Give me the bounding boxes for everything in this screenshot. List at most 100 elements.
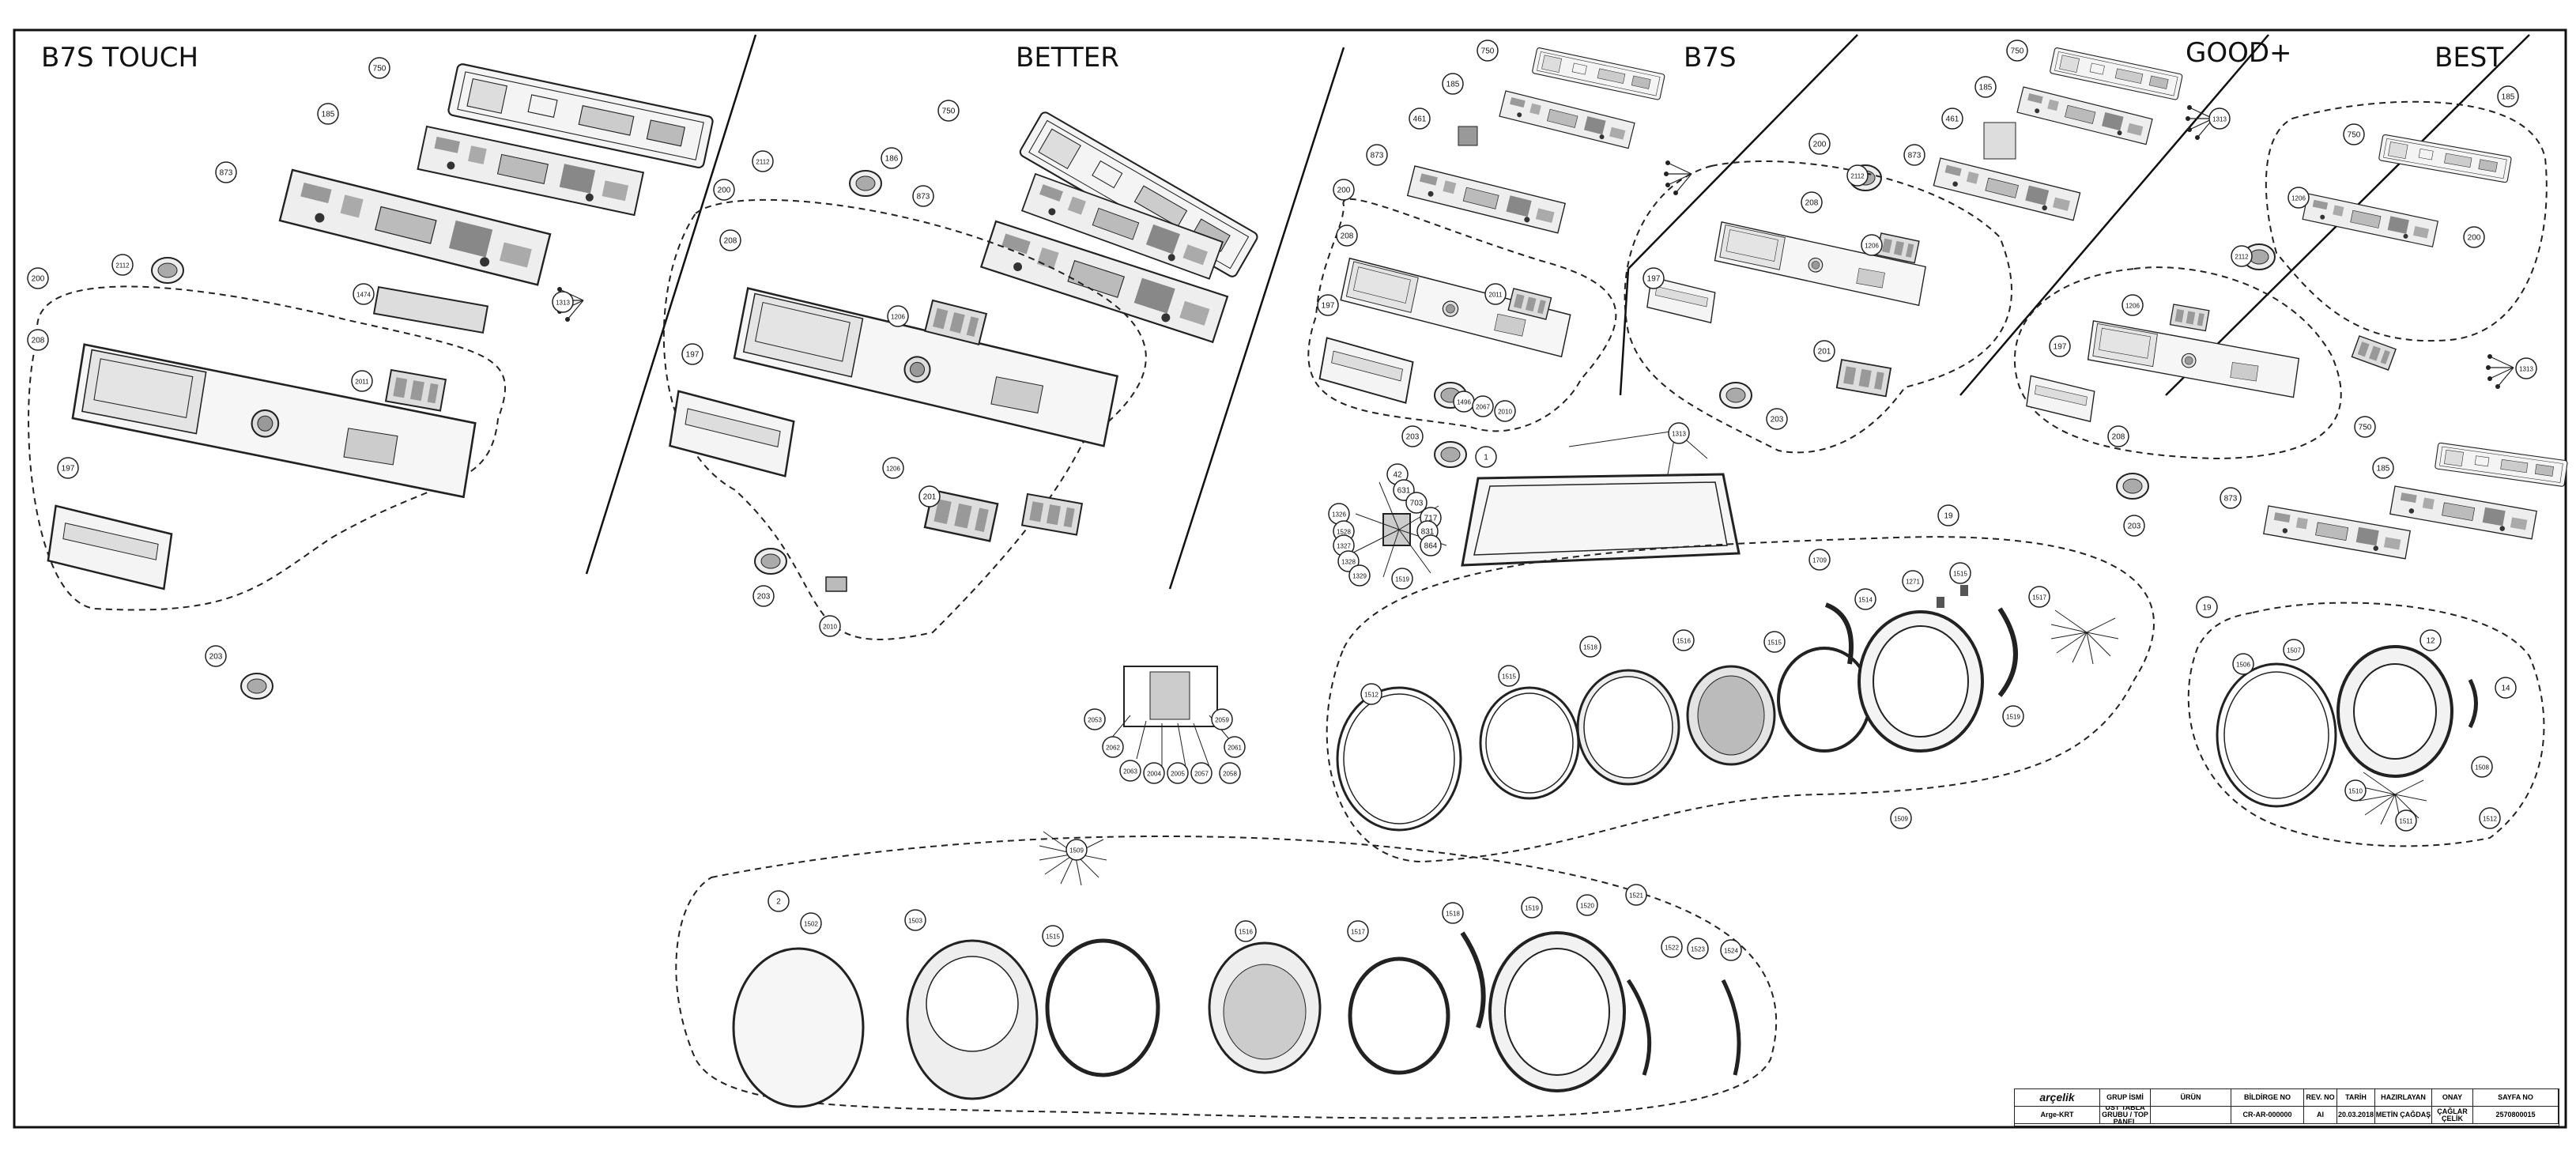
svg-text:197: 197 bbox=[1322, 302, 1335, 311]
callout-good-plus-2112: 2112 bbox=[1846, 164, 1869, 187]
callout-door-b7s-1509: 1509 bbox=[1890, 807, 1912, 829]
callout-door-b7s-1709: 1709 bbox=[1808, 549, 1831, 571]
notice-header: BİLDİRGE NO bbox=[2231, 1089, 2304, 1107]
svg-text:208: 208 bbox=[1805, 199, 1819, 208]
svg-text:864: 864 bbox=[1424, 542, 1438, 551]
svg-text:1328: 1328 bbox=[1341, 559, 1356, 566]
callout-best-1206: 1206 bbox=[2287, 187, 2310, 209]
svg-text:1313: 1313 bbox=[1672, 431, 1686, 438]
svg-text:185: 185 bbox=[2502, 93, 2515, 102]
callout-door-b7s-1512: 1512 bbox=[1360, 683, 1382, 705]
callout-box-group-2005: 2005 bbox=[1167, 762, 1189, 784]
callout-good-plus-197: 197 bbox=[1643, 267, 1665, 289]
svg-text:1517: 1517 bbox=[1351, 929, 1365, 936]
svg-text:201: 201 bbox=[923, 493, 937, 502]
svg-text:873: 873 bbox=[917, 193, 930, 202]
callout-good-plus-185: 185 bbox=[1974, 76, 1997, 98]
callout-door-b7s-1514: 1514 bbox=[1854, 588, 1876, 610]
callout-box-group-2004: 2004 bbox=[1143, 762, 1165, 784]
svg-text:873: 873 bbox=[220, 169, 233, 178]
callout-door-b7s-1515: 1515 bbox=[1498, 665, 1520, 687]
callout-good-plus-461: 461 bbox=[1941, 108, 1963, 130]
svg-text:12: 12 bbox=[2426, 637, 2435, 646]
svg-text:1474: 1474 bbox=[356, 292, 371, 299]
callout-door-best-1511: 1511 bbox=[2395, 809, 2417, 832]
callout-door-bottom-1516: 1516 bbox=[1235, 920, 1257, 942]
svg-text:2112: 2112 bbox=[115, 262, 130, 270]
svg-text:1509: 1509 bbox=[1069, 847, 1084, 855]
callout-best-197: 197 bbox=[2049, 335, 2071, 357]
callout-door-b7s-1515: 1515 bbox=[1763, 631, 1786, 653]
svg-text:208: 208 bbox=[1341, 232, 1354, 241]
section-title-better: BETTER bbox=[1016, 42, 1119, 74]
door-group-b7s bbox=[1326, 536, 2155, 863]
callout-door-bottom-1509: 1509 bbox=[1065, 839, 1088, 861]
svg-text:197: 197 bbox=[686, 351, 700, 360]
svg-text:1509: 1509 bbox=[1894, 816, 1908, 823]
product-value bbox=[2151, 1107, 2231, 1124]
part-box-group bbox=[1110, 666, 1230, 768]
svg-text:2: 2 bbox=[776, 898, 781, 907]
callout-best-2112: 2112 bbox=[2231, 245, 2253, 267]
section-title-b7s: B7S bbox=[1684, 42, 1737, 74]
callout-b7s-185: 185 bbox=[1442, 73, 1464, 95]
callout-filter-group-1519: 1519 bbox=[1391, 568, 1413, 590]
svg-text:200: 200 bbox=[1337, 187, 1351, 195]
product-header: ÜRÜN bbox=[2151, 1089, 2231, 1107]
prepared-value: METİN ÇAĞDAŞ bbox=[2375, 1107, 2432, 1124]
section-title-b7s-touch: B7S TOUCH bbox=[41, 42, 198, 74]
svg-text:1521: 1521 bbox=[1629, 892, 1643, 900]
callout-good-plus-200: 200 bbox=[1808, 133, 1831, 155]
callout-good-plus-208: 208 bbox=[1801, 191, 1823, 213]
svg-text:197: 197 bbox=[62, 465, 75, 473]
svg-text:2011: 2011 bbox=[1488, 292, 1503, 299]
rev-value: AI bbox=[2304, 1107, 2337, 1124]
svg-text:14: 14 bbox=[2501, 685, 2510, 693]
svg-text:42: 42 bbox=[1393, 471, 1402, 480]
callout-better-873: 873 bbox=[912, 185, 934, 207]
callout-best-200: 200 bbox=[2463, 226, 2485, 248]
callout-best-1313: 1313 bbox=[2515, 357, 2537, 379]
callout-box-group-2062: 2062 bbox=[1102, 736, 1124, 758]
notice-value: CR-AR-000000 bbox=[2231, 1107, 2304, 1124]
callout-door-b7s-1271: 1271 bbox=[1902, 570, 1924, 592]
svg-text:1523: 1523 bbox=[1691, 946, 1705, 953]
callout-best-185: 185 bbox=[2497, 85, 2519, 108]
date-header: TARİH bbox=[2337, 1089, 2375, 1107]
svg-text:200: 200 bbox=[1813, 141, 1827, 149]
svg-text:186: 186 bbox=[885, 155, 899, 164]
svg-text:1502: 1502 bbox=[804, 921, 818, 928]
svg-text:208: 208 bbox=[724, 237, 737, 246]
svg-text:717: 717 bbox=[1424, 515, 1438, 523]
svg-text:2010: 2010 bbox=[1498, 409, 1512, 416]
callout-door-bottom-1524: 1524 bbox=[1720, 939, 1742, 961]
callout-door-bottom-1502: 1502 bbox=[800, 912, 822, 934]
b7s-parts bbox=[1307, 47, 1741, 578]
svg-text:2063: 2063 bbox=[1123, 768, 1137, 775]
callout-door-best-1506: 1506 bbox=[2232, 653, 2254, 675]
svg-text:703: 703 bbox=[1410, 500, 1424, 508]
svg-text:1520: 1520 bbox=[1580, 903, 1594, 910]
callout-good-plus-203: 203 bbox=[1766, 408, 1788, 430]
callout-best-208: 208 bbox=[2107, 425, 2129, 447]
group-value: GÖRÜNÜŞ - ÜST TABLA GRUBU / TOP PANEL AS… bbox=[2100, 1107, 2151, 1124]
callout-good-plus-201: 201 bbox=[1813, 340, 1835, 362]
door-group-best bbox=[2187, 602, 2545, 847]
svg-text:750: 750 bbox=[2011, 47, 2024, 56]
svg-text:1327: 1327 bbox=[1337, 543, 1351, 550]
svg-text:1206: 1206 bbox=[1865, 243, 1879, 250]
callout-better-208: 208 bbox=[719, 229, 741, 251]
svg-text:2010: 2010 bbox=[823, 624, 837, 631]
callout-better-2010: 2010 bbox=[819, 615, 841, 637]
callout-door-b7s-1516: 1516 bbox=[1673, 629, 1695, 651]
callout-door-b7s-19: 19 bbox=[1937, 504, 1959, 526]
callout-better-2112: 2112 bbox=[752, 150, 774, 172]
callout-door-b7s-1515: 1515 bbox=[1949, 562, 1971, 584]
callout-door-best-1507: 1507 bbox=[2283, 639, 2305, 661]
door-group-bottom bbox=[675, 831, 1778, 1119]
svg-text:461: 461 bbox=[1413, 115, 1427, 124]
svg-text:461: 461 bbox=[1946, 115, 1959, 124]
svg-text:1503: 1503 bbox=[908, 918, 922, 925]
rev-header: REV. NO bbox=[2304, 1089, 2337, 1107]
svg-text:200: 200 bbox=[2468, 234, 2481, 243]
